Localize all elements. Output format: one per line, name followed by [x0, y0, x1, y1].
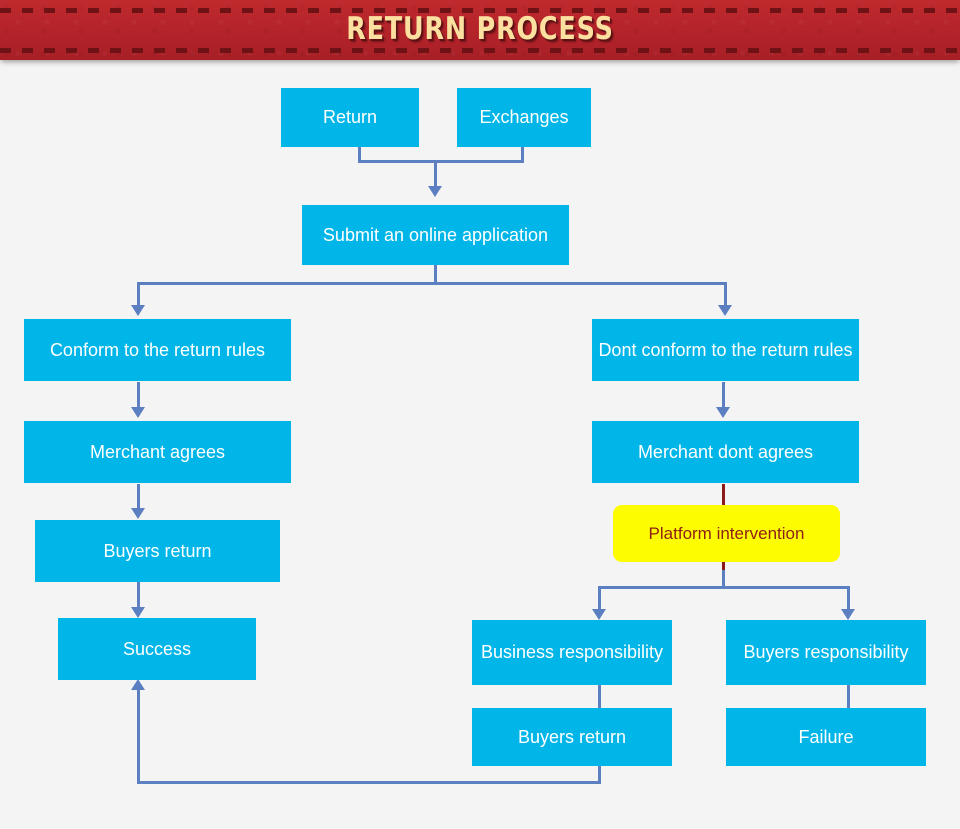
connector-buyers-responsibility-down — [847, 586, 850, 612]
node-dont-conform-rules-label: Dont conform to the return rules — [598, 339, 853, 360]
node-buyers-return-left-label: Buyers return — [103, 540, 212, 561]
arrow-feedback-to-success — [131, 679, 145, 690]
connector-feedback-bottom — [137, 781, 601, 784]
arrow-to-business-responsibility — [592, 609, 606, 620]
node-business-responsibility-label: Business responsibility — [480, 642, 664, 662]
connector-branch-bar — [137, 282, 727, 285]
arrow-to-merchant-agrees — [131, 407, 145, 418]
node-platform-intervention-label: Platform intervention — [648, 524, 805, 543]
node-buyers-return-right[interactable]: Buyers return — [472, 708, 672, 766]
node-business-responsibility[interactable]: Business responsibility — [472, 620, 672, 685]
header-banner: RETURN PROCESS — [0, 0, 960, 60]
connector-business-to-buyers-return-right — [598, 685, 601, 709]
node-platform-intervention[interactable]: Platform intervention — [613, 505, 840, 562]
arrow-to-success — [131, 607, 145, 618]
node-exchanges[interactable]: Exchanges — [457, 88, 591, 147]
node-merchant-agrees[interactable]: Merchant agrees — [24, 421, 291, 483]
connector-branch-right-down — [724, 282, 727, 308]
node-merchant-dont-agrees-label: Merchant dont agrees — [637, 441, 814, 462]
connector-business-responsibility-down — [598, 586, 601, 612]
node-merchant-dont-agrees[interactable]: Merchant dont agrees — [592, 421, 859, 483]
connector-exchanges-down — [521, 146, 524, 163]
banner-dash-bottom — [0, 48, 960, 53]
connector-branch-left-down — [137, 282, 140, 308]
node-failure[interactable]: Failure — [726, 708, 926, 766]
arrow-to-dont-conform-rules — [718, 305, 732, 316]
node-failure-label: Failure — [798, 726, 854, 747]
arrow-to-conform-rules — [131, 305, 145, 316]
arrow-to-merchant-dont-agrees — [716, 407, 730, 418]
node-dont-conform-rules[interactable]: Dont conform to the return rules — [592, 319, 859, 381]
node-merchant-agrees-label: Merchant agrees — [89, 441, 226, 462]
arrow-to-submit-application — [428, 186, 442, 197]
node-buyers-return-left[interactable]: Buyers return — [35, 520, 280, 582]
connector-conform-to-merchant-agrees — [137, 382, 140, 410]
connector-submit-down — [434, 265, 437, 285]
connector-platform-down — [722, 558, 725, 572]
connector-top-merge-bar — [358, 160, 524, 163]
node-return[interactable]: Return — [281, 88, 419, 147]
connector-merchant-agrees-to-buyers-return — [137, 484, 140, 512]
connector-responsibility-bar — [598, 586, 850, 589]
connector-platform-to-split — [722, 570, 725, 588]
arrow-to-buyers-responsibility — [841, 609, 855, 620]
connector-feedback-up — [137, 690, 140, 784]
connector-dont-conform-to-merchant-dont-agrees — [722, 382, 725, 410]
node-conform-rules[interactable]: Conform to the return rules — [24, 319, 291, 381]
node-submit-application[interactable]: Submit an online application — [302, 205, 569, 265]
node-return-label: Return — [322, 107, 378, 127]
connector-merge-to-submit — [434, 160, 437, 188]
node-success[interactable]: Success — [58, 618, 256, 680]
node-buyers-return-right-label: Buyers return — [517, 726, 627, 747]
banner-dash-top — [0, 8, 960, 13]
node-success-label: Success — [122, 638, 192, 659]
connector-buyers-responsibility-to-failure — [847, 685, 850, 709]
node-conform-rules-label: Conform to the return rules — [49, 339, 266, 360]
connector-merchant-dont-agrees-to-platform — [722, 484, 725, 510]
connector-buyers-return-to-success — [137, 582, 140, 610]
node-buyers-responsibility-label: Buyers responsibility — [743, 642, 909, 662]
node-submit-application-label: Submit an online application — [322, 224, 549, 245]
arrow-to-buyers-return-left — [131, 508, 145, 519]
node-exchanges-label: Exchanges — [479, 107, 569, 127]
node-buyers-responsibility[interactable]: Buyers responsibility — [726, 620, 926, 685]
page-title: RETURN PROCESS — [346, 11, 614, 47]
connector-feedback-down — [598, 765, 601, 784]
connector-return-down — [358, 146, 361, 163]
